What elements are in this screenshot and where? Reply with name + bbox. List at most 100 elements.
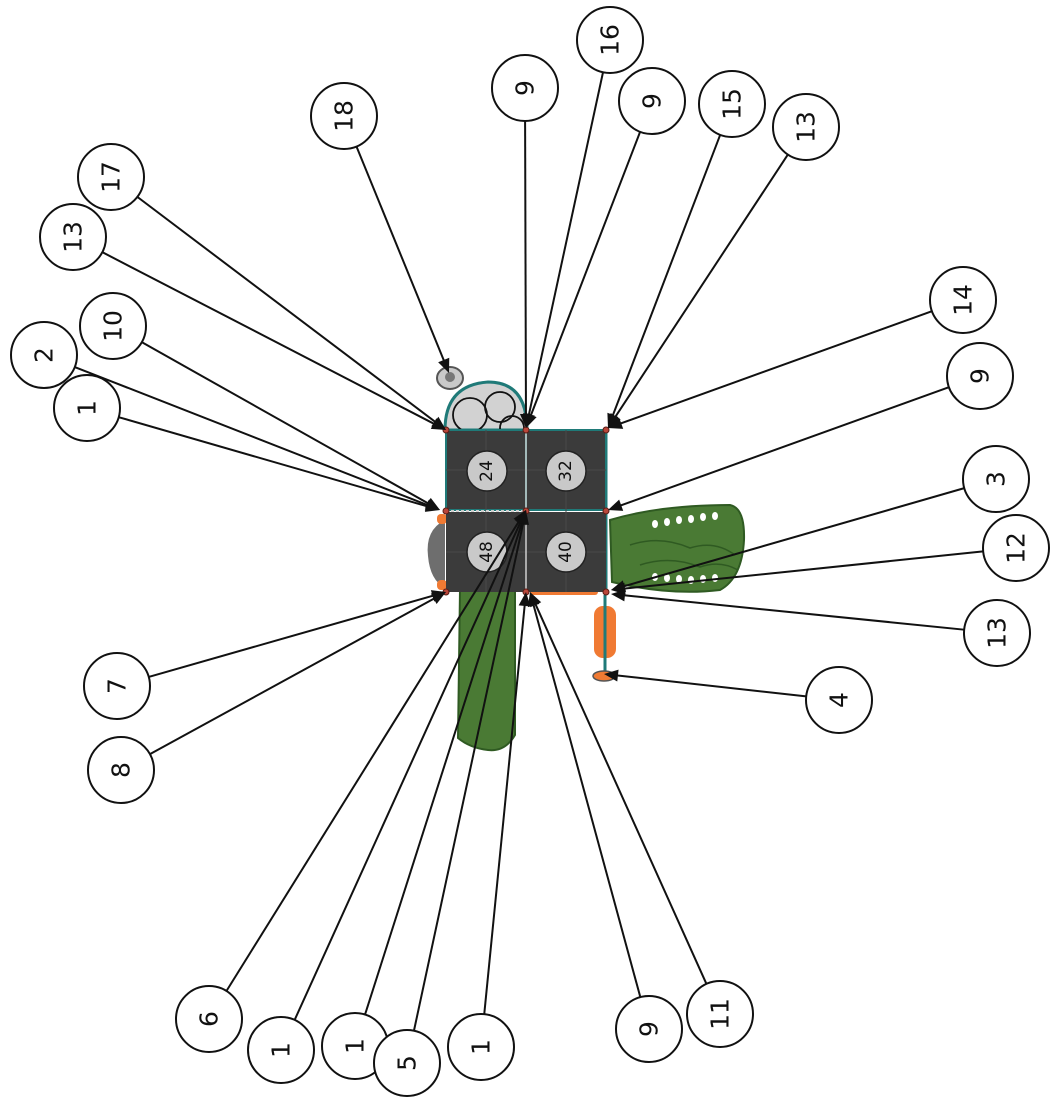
callout-number: 6 (195, 1011, 224, 1027)
callout-circle (310, 82, 378, 150)
callout-10: 10 (79, 292, 147, 360)
callout-circle (962, 445, 1030, 513)
callout-leader-line (618, 550, 984, 591)
callout-17: 17 (77, 143, 145, 211)
callout-leader-line (611, 154, 789, 422)
callout-number: 11 (706, 998, 735, 1030)
callout-number: 1 (267, 1042, 296, 1058)
callout-circle (87, 736, 155, 804)
play-structure (427, 366, 746, 752)
callout-arrowhead (430, 418, 446, 430)
wave-slide (608, 503, 746, 593)
callout-leader-line (618, 593, 965, 631)
callout-circle (963, 599, 1031, 667)
callout-number: 4 (825, 692, 854, 708)
callout-circle (491, 54, 559, 122)
callout-number: 13 (59, 221, 88, 253)
callout-arrowhead (530, 592, 542, 608)
callout-13: 13 (963, 599, 1031, 667)
tube-slide (456, 589, 516, 752)
callout-leader-line (611, 673, 807, 698)
callout-leader-line (412, 517, 526, 1031)
callout-9: 9 (615, 995, 683, 1063)
callout-arrowhead (525, 412, 537, 428)
callout-circle (615, 995, 683, 1063)
callout-circle (83, 652, 151, 720)
callout-number: 16 (596, 24, 625, 56)
deck-badge-48: 48 (466, 531, 508, 573)
deck-number: 48 (477, 541, 497, 563)
callout-circle (982, 514, 1050, 582)
callout-6: 6 (175, 985, 243, 1053)
callout-number: 10 (99, 310, 128, 342)
callout-circle (946, 342, 1014, 410)
deck-badge-40: 40 (545, 531, 587, 573)
callout-leader-line (531, 599, 642, 998)
callout-leader-line (618, 487, 965, 589)
callout-leader-line (615, 386, 950, 509)
callout-leader-line (483, 599, 527, 1015)
callout-circle (447, 1013, 515, 1081)
callout-leader-line (609, 134, 722, 421)
deck-number: 40 (556, 541, 576, 563)
callout-9: 9 (491, 54, 559, 122)
callout-circle (772, 93, 840, 161)
callout-circle (686, 980, 754, 1048)
callout-11: 11 (686, 980, 754, 1048)
callout-leader-line (118, 416, 433, 509)
callout-leader-line (101, 251, 440, 428)
callout-circle (175, 985, 243, 1053)
callout-number: 12 (1002, 532, 1031, 564)
wave-slide-texture (629, 539, 739, 571)
callout-leader-line (526, 72, 604, 421)
callout-number: 9 (966, 368, 995, 384)
callout-circle (576, 6, 644, 74)
callout-leader-lines (74, 72, 984, 1031)
callout-number: 1 (73, 400, 102, 416)
callout-arrowhead (608, 499, 624, 511)
callout-12: 12 (982, 514, 1050, 582)
callout-arrowhead (608, 413, 621, 428)
callout-leader-line (527, 131, 642, 421)
callout-circle (618, 67, 686, 135)
callout-arrowhead (604, 669, 619, 682)
callout-number: 13 (983, 617, 1012, 649)
callout-arrowhead (517, 510, 529, 525)
callout-1: 1 (53, 374, 121, 442)
callout-circle (79, 292, 147, 360)
callout-number: 9 (511, 80, 540, 96)
callout-arrowhead (608, 417, 624, 429)
callout-leader-line (136, 196, 441, 426)
callout-number: 5 (393, 1055, 422, 1071)
callout-circle (698, 70, 766, 138)
callout-number: 9 (635, 1021, 664, 1037)
callout-8: 8 (87, 736, 155, 804)
callout-circle (77, 143, 145, 211)
callout-circle (10, 321, 78, 389)
callout-circle (247, 1016, 315, 1084)
callout-9: 9 (946, 342, 1014, 410)
deck-number: 24 (477, 460, 497, 482)
bubble-panel (427, 520, 445, 588)
callout-leader-line (355, 146, 447, 366)
callout-5: 5 (373, 1029, 441, 1097)
callout-14: 14 (929, 266, 997, 334)
callout-1: 1 (247, 1016, 315, 1084)
callout-leader-line (293, 516, 524, 1021)
callout-leader-line (532, 598, 708, 985)
callout-number: 9 (638, 93, 667, 109)
callout-arrowhead (430, 592, 446, 604)
deck-badge-32: 32 (545, 450, 587, 492)
deck-badges: 24 32 48 40 (466, 450, 587, 573)
callout-number: 18 (330, 100, 359, 132)
callout-leader-line (148, 593, 439, 678)
orange-pad-left-bottom (437, 580, 447, 590)
callout-arrowhead (438, 357, 450, 373)
callout-1: 1 (447, 1013, 515, 1081)
callout-circle (805, 666, 873, 734)
callout-18: 18 (310, 82, 378, 150)
callout-arrowhead (611, 589, 626, 602)
callout-2: 2 (10, 321, 78, 389)
